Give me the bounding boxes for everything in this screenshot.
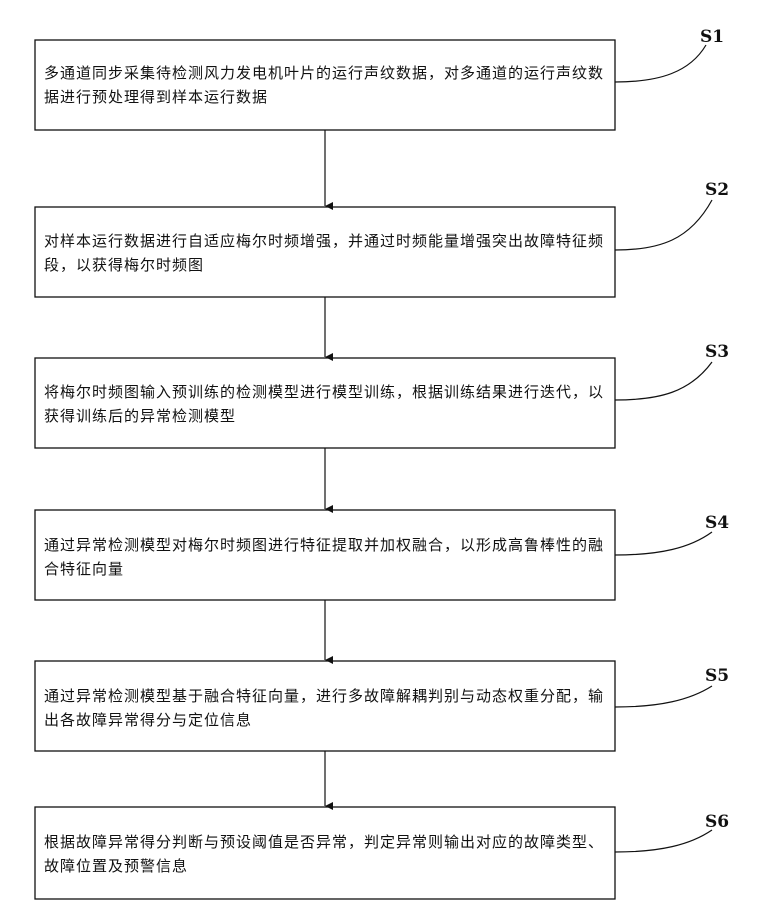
step-label-s4: S4 — [705, 513, 729, 533]
step-text-s4: 通过异常检测模型对梅尔时频图进行特征提取并加权融合，以形成高鲁棒性的融合特征向量 — [44, 533, 614, 581]
leader-s3 — [615, 362, 712, 400]
step-label-s5: S5 — [705, 666, 729, 686]
leader-s2 — [615, 200, 712, 250]
leader-s4 — [615, 532, 712, 555]
step-label-s2: S2 — [705, 180, 729, 200]
step-text-s1: 多通道同步采集待检测风力发电机叶片的运行声纹数据，对多通道的运行声纹数据进行预处… — [44, 61, 614, 109]
leader-s6 — [615, 830, 712, 852]
step-label-s1: S1 — [700, 27, 724, 47]
step-label-s6: S6 — [705, 812, 729, 832]
step-text-s2: 对样本运行数据进行自适应梅尔时频增强，并通过时频能量增强突出故障特征频段，以获得… — [44, 229, 614, 277]
step-text-s6: 根据故障异常得分判断与预设阈值是否异常，判定异常则输出对应的故障类型、故障位置及… — [44, 830, 614, 878]
leader-s1 — [615, 45, 706, 82]
step-label-s3: S3 — [705, 342, 729, 362]
leader-s5 — [615, 686, 712, 707]
step-text-s5: 通过异常检测模型基于融合特征向量，进行多故障解耦判别与动态权重分配，输出各故障异… — [44, 684, 614, 732]
step-text-s3: 将梅尔时频图输入预训练的检测模型进行模型训练，根据训练结果进行迭代，以获得训练后… — [44, 380, 614, 428]
